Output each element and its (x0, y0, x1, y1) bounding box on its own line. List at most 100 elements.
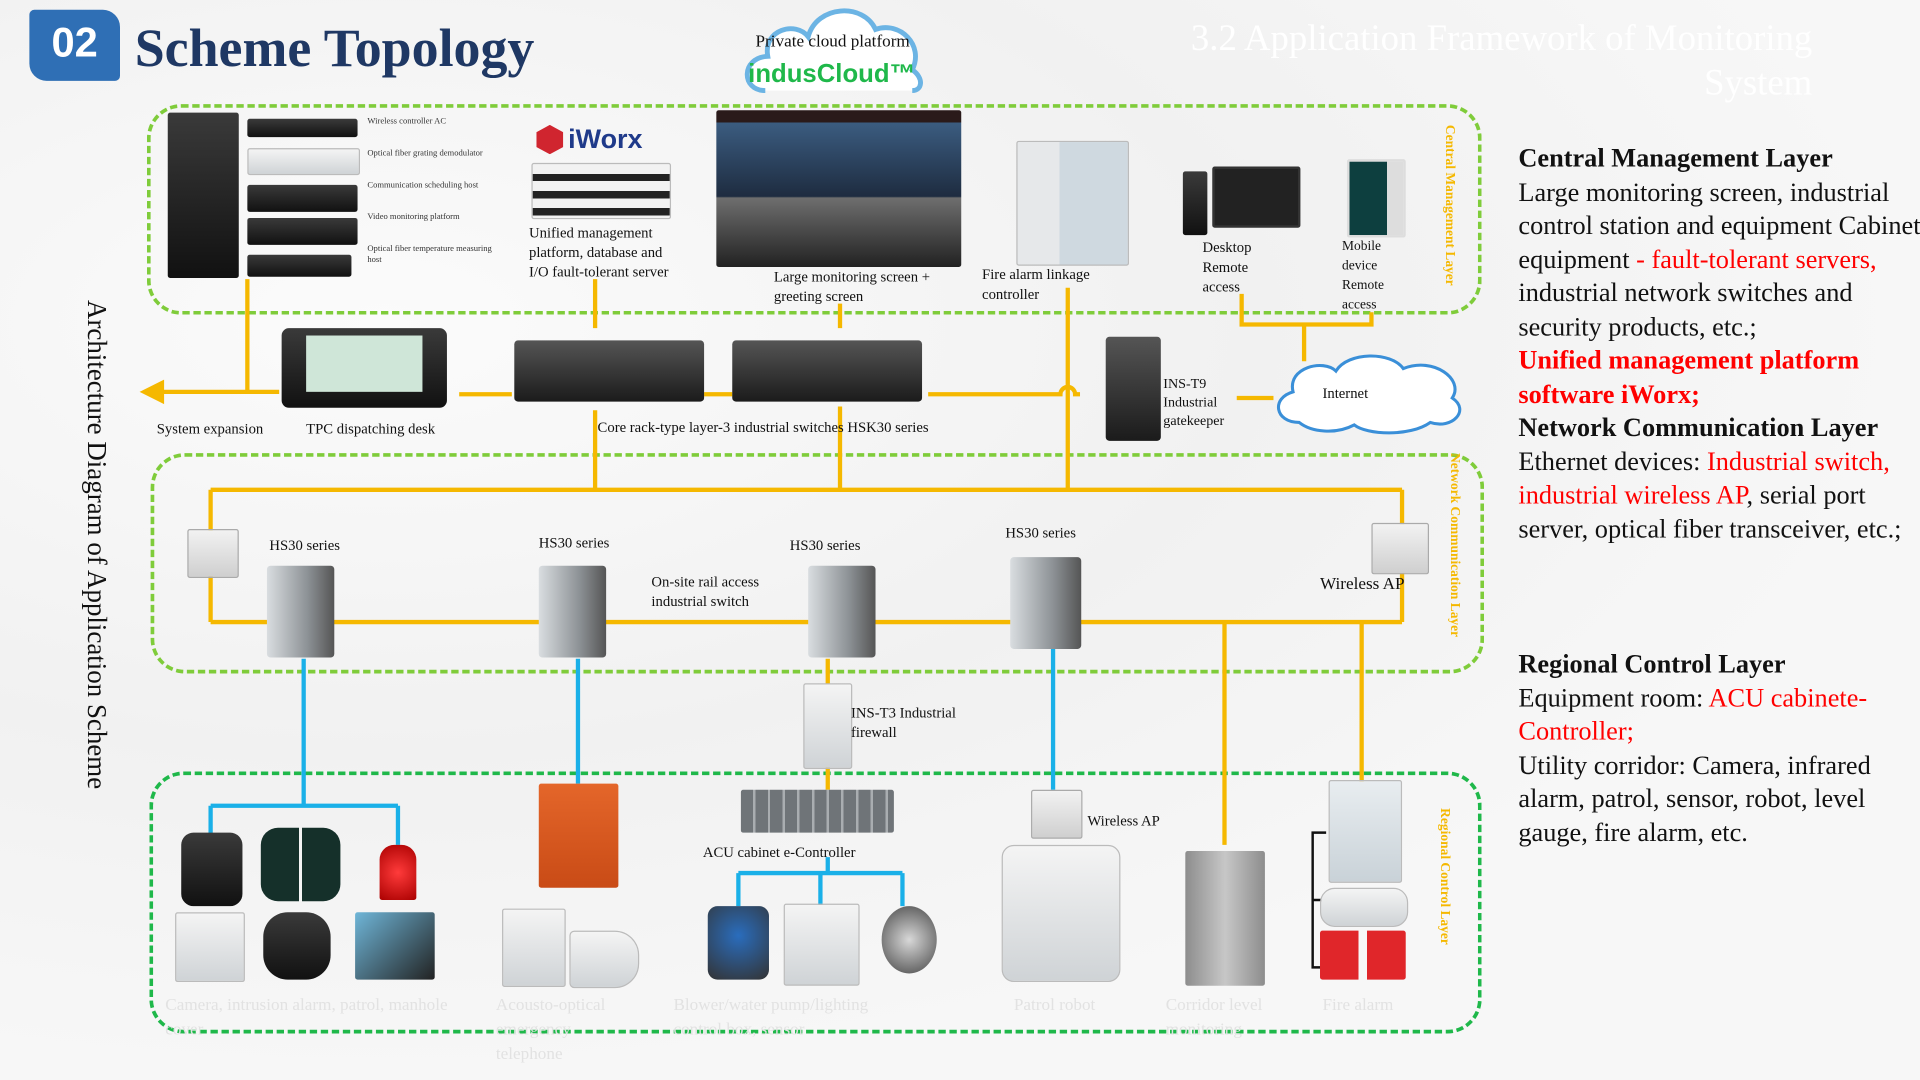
manhole-sensor-image (355, 912, 435, 980)
rack-device-image (247, 184, 358, 212)
rack-item-label: Video monitoring platform (367, 211, 460, 222)
regional-layer-box (149, 771, 1482, 1034)
gatekeeper-label: INS-T9 Industrial gatekeeper (1163, 377, 1225, 429)
system-expansion-label: System expansion (156, 420, 264, 438)
firewall-image (803, 683, 853, 769)
rail-switch-label: On-site rail access industrial switch (651, 573, 760, 610)
uplink-lines (592, 279, 1374, 490)
iworx-logo: iWorx (536, 123, 643, 156)
rack-item-label: Wireless controller AC (367, 116, 447, 127)
rack-device-image (247, 148, 361, 176)
bottom-label: Camera, intrusion alarm, patrol, manhole… (165, 996, 448, 1040)
patrol-robot-image (1001, 844, 1121, 983)
tpc-desk-image (281, 328, 447, 408)
fire-alarm-controller-label: Fire alarm linkage controller (982, 265, 1090, 303)
internet-cloud: Internet (1269, 349, 1471, 435)
side-title: Architecture Diagram of Application Sche… (82, 300, 113, 790)
wireless-ap-image (1031, 789, 1083, 839)
gas-detector-image (707, 906, 769, 980)
ghost-title: 3.2 Application Framework of Monitoring … (1190, 18, 1813, 103)
hs30-switch-image[interactable] (266, 565, 335, 658)
central-title: Central Management Layer (1518, 143, 1833, 173)
wireless-ap-label: Wireless AP (1320, 575, 1405, 594)
desktop-label: Desktop Remote access (1202, 238, 1252, 296)
hs30-switch-image[interactable] (1010, 557, 1082, 649)
infrared-detector-image (260, 827, 341, 902)
central-text: Large monitoring screen, industrial cont… (1518, 176, 1920, 274)
central-text-highlight: - fault-tolerant servers, (1636, 244, 1877, 274)
patrol-device-image (263, 912, 331, 980)
yellow-drop-lines (825, 622, 1364, 845)
cloud-icon (744, 8, 923, 94)
desktop-monitor-image (1212, 166, 1301, 228)
fault-tolerant-server-image (531, 162, 672, 220)
network-text: Ethernet devices: (1518, 446, 1707, 476)
rack-device-image (247, 254, 352, 277)
acu-controller-image[interactable] (740, 789, 894, 833)
blue-branch-lines (208, 648, 1056, 907)
central-text: industrial network switches and security… (1518, 277, 1853, 342)
camera-image (181, 832, 243, 907)
network-text: , serial port server, optical fiber tran… (1518, 480, 1902, 544)
gatekeeper-image (1105, 336, 1161, 441)
core-switch-image[interactable] (514, 340, 705, 402)
emergency-phone-image (538, 783, 619, 888)
regional-text: Utility corridor: Camera, infrared alarm… (1518, 750, 1871, 847)
level-gauge-image (1185, 851, 1265, 986)
expansion-arrow-icon (139, 379, 165, 405)
regional-title: Regional Control Layer (1518, 648, 1786, 679)
rack-item-label: Optical fiber grating demodulator (367, 148, 483, 158)
iworx-text: Unified management platform software iWo… (1518, 345, 1860, 409)
firewall-label: INS-T3 Industrial firewall (851, 704, 956, 741)
network-title: Network Communication Layer (1518, 412, 1879, 443)
hs30-label: HS30 series (789, 536, 861, 554)
bottom-label: Patrol robot (1013, 996, 1096, 1016)
control-box-image (783, 903, 860, 986)
wireless-ap-image (187, 528, 239, 578)
alarm-light-image (379, 844, 417, 901)
fire-alarm-controller-image (1016, 140, 1129, 266)
core-switch-image[interactable] (732, 340, 923, 402)
sensor-image (881, 906, 937, 974)
screen-label: Large monitoring screen + greeting scree… (773, 268, 931, 305)
hs30-label: HS30 series (538, 533, 610, 552)
regional-text: Equipment room: (1518, 682, 1709, 713)
central-layer-box (146, 104, 1482, 315)
fire-alarm-button-image (1320, 930, 1406, 980)
wireless-ap-image (1371, 522, 1429, 575)
rack-item-label: Communication scheduling host (367, 180, 479, 190)
network-text-highlight: Industrial switch, industrial wireless A… (1518, 446, 1890, 510)
network-layer-box (150, 453, 1485, 674)
central-layer-label: Central Management Layer (1442, 124, 1458, 286)
hs30-switch-image[interactable] (808, 565, 876, 658)
iworx-wordmark: iWorx (568, 123, 643, 155)
internet-label: Internet (1322, 384, 1369, 402)
induscloud-logo: indusCloud™ (748, 60, 916, 89)
bottom-label: Acousto-optical emergency telephone (495, 996, 606, 1065)
hs30-label: HS30 series (1005, 524, 1076, 542)
section-badge: 02 (29, 9, 121, 81)
horn-speaker-image (569, 930, 640, 989)
private-cloud: Private cloud platform indusCloud™ (741, 2, 931, 95)
bottom-label: Fire alarm (1322, 996, 1394, 1016)
desktop-tower-image (1182, 171, 1208, 236)
rack-device-image (247, 118, 358, 138)
core-trunk-line (159, 279, 1274, 401)
server-label: Unified management platform, database an… (528, 224, 669, 281)
hs30-switch-image[interactable] (538, 565, 607, 658)
iworx-cube-icon (536, 124, 564, 155)
rack-item-label: Optical fiber temperature measuring host (367, 243, 492, 265)
bottom-label: Blower/water pump/lighting control box, … (673, 996, 869, 1040)
smoke-detector-image (1320, 887, 1409, 927)
phone-box-image (502, 908, 566, 987)
rack-device-image (247, 217, 358, 245)
regional-layer-label: Regional Control Layer (1437, 808, 1453, 945)
cloud-label: Private cloud platform (755, 33, 910, 52)
server-cabinet-image (167, 112, 239, 278)
page-title: Scheme Topology (134, 18, 535, 79)
alarm-panel-image (175, 912, 245, 983)
internet-cloud-icon (1276, 354, 1462, 435)
hs30-label: HS30 series (269, 536, 341, 554)
bottom-label: Corridor level monitoring (1165, 996, 1263, 1040)
